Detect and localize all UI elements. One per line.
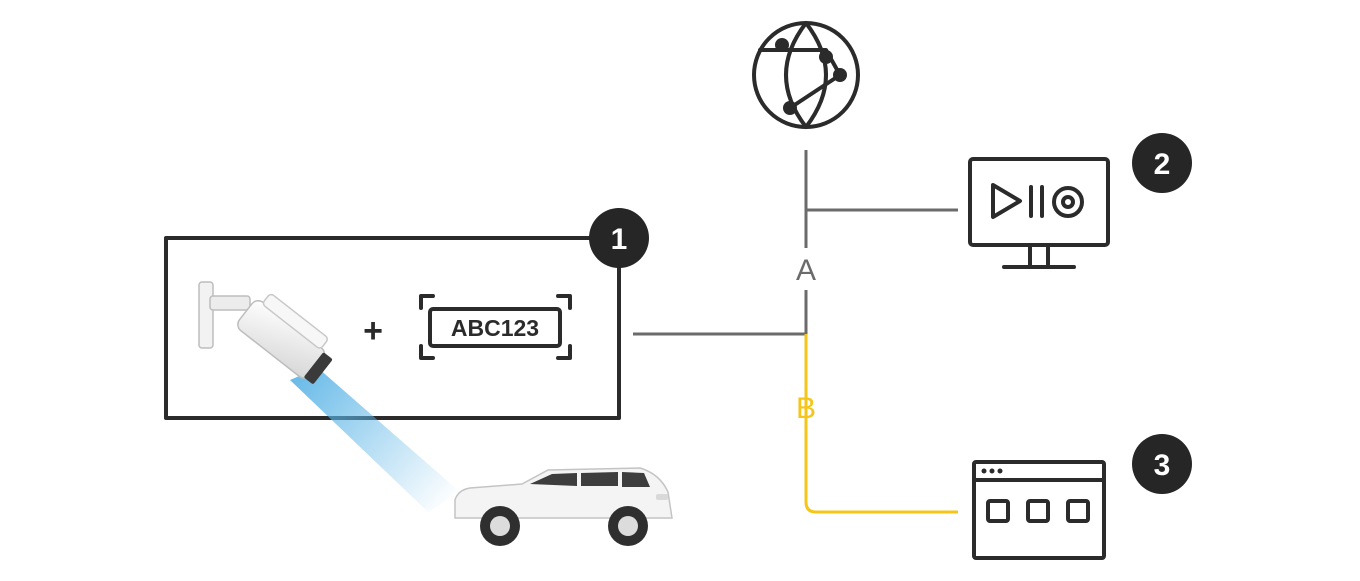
badge-1-label: 1: [611, 223, 628, 256]
monitor-icon: [968, 157, 1110, 269]
app-window-icon: [972, 460, 1106, 560]
camera-icon: [198, 281, 333, 384]
license-plate-icon: ABC123: [419, 294, 572, 360]
connection-label-a: A: [796, 254, 816, 287]
camera-beam: [290, 368, 460, 512]
badge-3: 3: [1132, 434, 1192, 494]
app-link-line: [804, 334, 958, 514]
car-icon: [454, 467, 673, 546]
license-plate-text: ABC123: [451, 315, 539, 341]
badge-2-label: 2: [1154, 148, 1171, 181]
connection-lines: [633, 150, 958, 514]
device-box: [164, 236, 621, 420]
badge-1: 1: [589, 208, 649, 268]
connection-label-b: B: [796, 392, 816, 425]
badge-3-label: 3: [1154, 449, 1171, 482]
plus-sign: +: [363, 312, 383, 350]
globe-network-icon: [752, 21, 860, 129]
badge-2: 2: [1132, 133, 1192, 193]
